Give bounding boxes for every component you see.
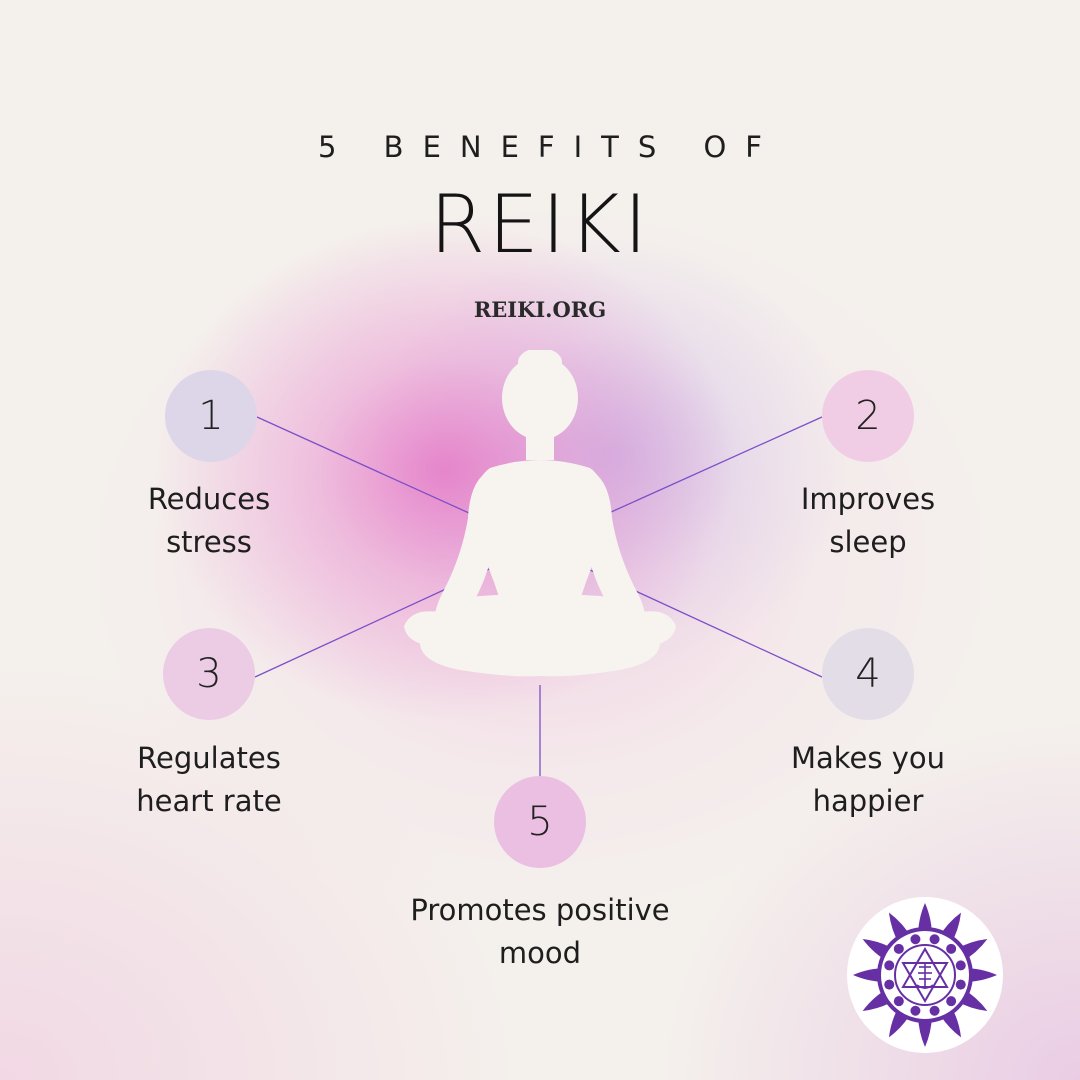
page-title: REIKI: [429, 178, 651, 271]
lotus-chakra-logo-icon: [847, 897, 1003, 1053]
logo-inner-dot: [893, 996, 904, 1007]
logo-inner-dot: [884, 979, 895, 990]
benefit-number-4: 4: [822, 628, 914, 720]
meditating-figure-icon: [404, 350, 676, 677]
logo-inner-dot: [884, 960, 895, 971]
connector-line-2: [599, 416, 823, 518]
benefit-number-1: 1: [165, 370, 257, 462]
logo-inner-dot: [910, 1005, 921, 1016]
logo-inner-dot: [946, 943, 957, 954]
logo-inner-dot: [910, 934, 921, 945]
site-name: REIKI.ORG: [473, 297, 607, 322]
logo-inner-dot: [955, 979, 966, 990]
logo-inner-dot: [929, 1005, 940, 1016]
connector-line-1: [256, 416, 481, 519]
logo-inner-dot: [929, 934, 940, 945]
benefit-number-2: 2: [822, 370, 914, 462]
logo-inner-dot: [946, 996, 957, 1007]
subtitle-heading: 5 BENEFITS OF: [318, 130, 781, 164]
logo-inner-dot: [955, 960, 966, 971]
benefit-number-3: 3: [163, 628, 255, 720]
benefit-number-5: 5: [494, 776, 586, 868]
logo-inner-dot: [893, 943, 904, 954]
